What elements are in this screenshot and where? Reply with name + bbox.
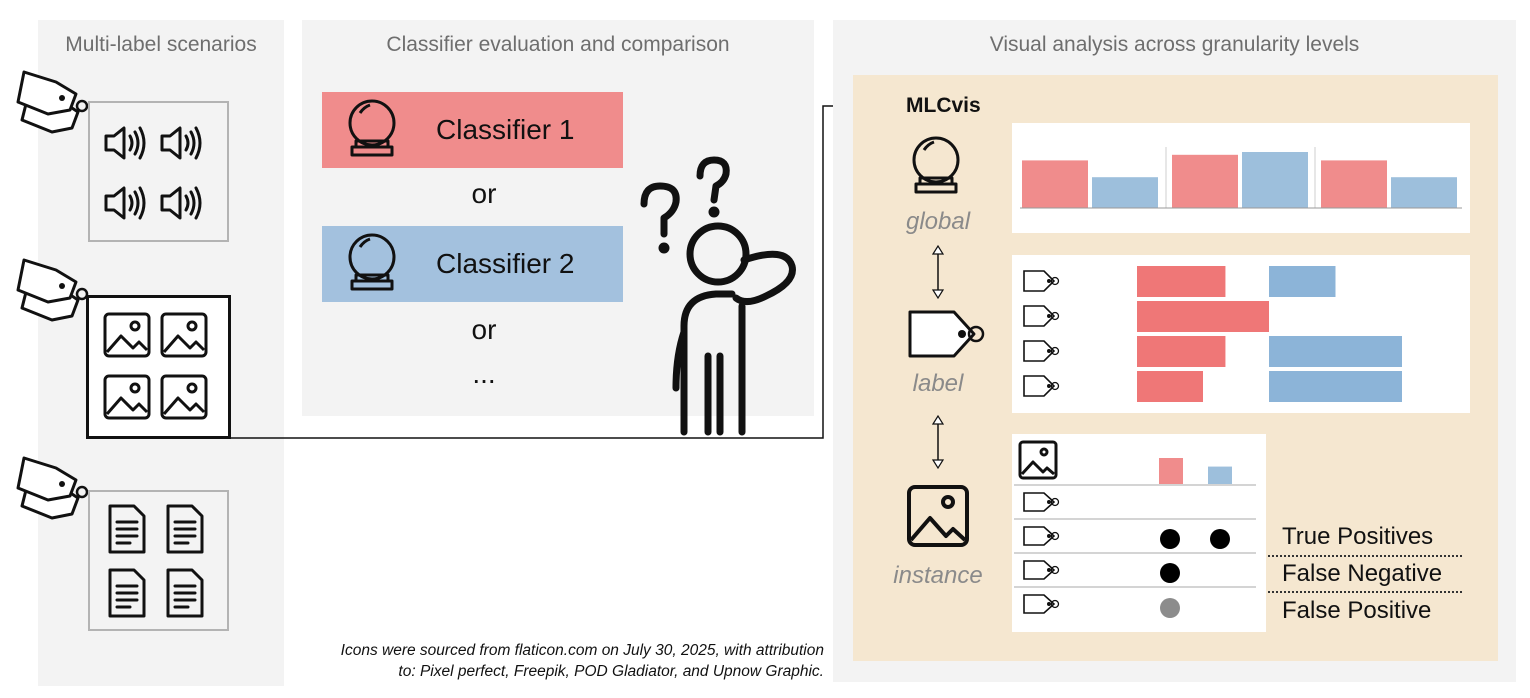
tag-icon xyxy=(1023,270,1060,292)
credit-line-1: Icons were sourced from flaticon.com on … xyxy=(340,642,824,659)
tag-icon xyxy=(1023,305,1060,327)
granularity-label: label xyxy=(912,370,964,397)
label-bar-classifier-2 xyxy=(1269,336,1402,367)
tag-icon xyxy=(1023,492,1060,512)
instance-bar-classifier-2 xyxy=(1208,466,1232,484)
question-mark-icon xyxy=(640,182,680,238)
tag-icon xyxy=(16,70,89,134)
label-bar-chart xyxy=(1023,266,1402,402)
audio-box xyxy=(88,101,229,242)
global-bar-classifier-2 xyxy=(1242,152,1308,208)
speaker-icon-group xyxy=(104,126,202,220)
classifier-panel xyxy=(302,20,814,416)
global-bar-classifier-2 xyxy=(1391,177,1457,208)
label-bar-classifier-1 xyxy=(1137,301,1269,332)
crystal-ball-icon xyxy=(348,233,396,291)
false-negative-dot xyxy=(1160,563,1180,583)
legend-false-positive: False Positive xyxy=(1282,597,1432,624)
classifier-title: Classifier evaluation and comparison xyxy=(386,33,730,56)
tag-icon xyxy=(1023,526,1060,546)
visual-title: Visual analysis across granularity level… xyxy=(989,33,1360,56)
tag-icon xyxy=(1023,375,1060,397)
global-bar-classifier-1 xyxy=(1022,160,1088,208)
row-divider xyxy=(1014,552,1256,554)
or-label: or xyxy=(471,178,497,209)
legend-true-positives: True Positives xyxy=(1282,523,1434,550)
instance-bar-classifier-1 xyxy=(1159,458,1183,484)
global-bar-classifier-2 xyxy=(1092,177,1158,208)
classifier-1-label: Classifier 1 xyxy=(436,114,575,145)
tag-icon xyxy=(16,456,89,520)
true-positive-dot xyxy=(1210,529,1230,549)
label-bar-classifier-1 xyxy=(1137,336,1226,367)
scenarios-title: Multi-label scenarios xyxy=(65,33,257,56)
bidirectional-arrow-icon xyxy=(931,244,945,300)
legend-false-negative: False Negative xyxy=(1282,560,1443,587)
crystal-ball-icon xyxy=(912,136,960,194)
credit-line-2: to: Pixel perfect, Freepik, POD Gladiato… xyxy=(398,663,824,680)
tag-icon xyxy=(1023,594,1060,614)
image-icon xyxy=(1018,440,1058,480)
bidirectional-arrow-icon xyxy=(931,414,945,470)
legend-separator xyxy=(1268,591,1462,593)
false-positive-dot xyxy=(1160,598,1180,618)
row-divider xyxy=(1014,586,1256,588)
tag-icon xyxy=(908,310,985,358)
label-bar-classifier-1 xyxy=(1137,371,1203,402)
row-divider xyxy=(1014,484,1256,486)
global-bar-chart xyxy=(1020,147,1462,209)
tag-icon xyxy=(1023,560,1060,580)
classifier-2-box[interactable]: Classifier 2 xyxy=(322,226,623,302)
label-bar-classifier-2 xyxy=(1269,266,1336,297)
mlcvis-title: MLCvis xyxy=(906,94,981,117)
legend-separator xyxy=(1268,555,1462,557)
image-icon-group xyxy=(103,312,208,420)
tag-icon xyxy=(1023,340,1060,362)
granularity-global: global xyxy=(905,208,971,235)
tag-icon xyxy=(16,258,89,322)
granularity-instance: instance xyxy=(893,562,983,589)
classifier-2-label: Classifier 2 xyxy=(436,248,575,279)
or-label: or xyxy=(471,314,497,345)
row-divider xyxy=(1014,518,1256,520)
icon-credit: Icons were sourced from flaticon.com on … xyxy=(280,640,824,682)
document-icon-group xyxy=(108,504,204,618)
crystal-ball-icon xyxy=(348,99,396,157)
image-icon xyxy=(907,485,969,547)
true-positive-dot xyxy=(1160,529,1180,549)
instance-bar-chart xyxy=(1159,458,1232,484)
global-bar-classifier-1 xyxy=(1321,160,1387,208)
ellipsis-label: ... xyxy=(472,358,496,389)
label-bar-classifier-1 xyxy=(1137,266,1226,297)
classifier-1-box[interactable]: Classifier 1 xyxy=(322,92,623,168)
global-bar-classifier-1 xyxy=(1172,154,1238,208)
label-bar-classifier-2 xyxy=(1269,371,1402,402)
question-mark-icon xyxy=(696,156,730,204)
confused-person-icon xyxy=(640,156,796,436)
